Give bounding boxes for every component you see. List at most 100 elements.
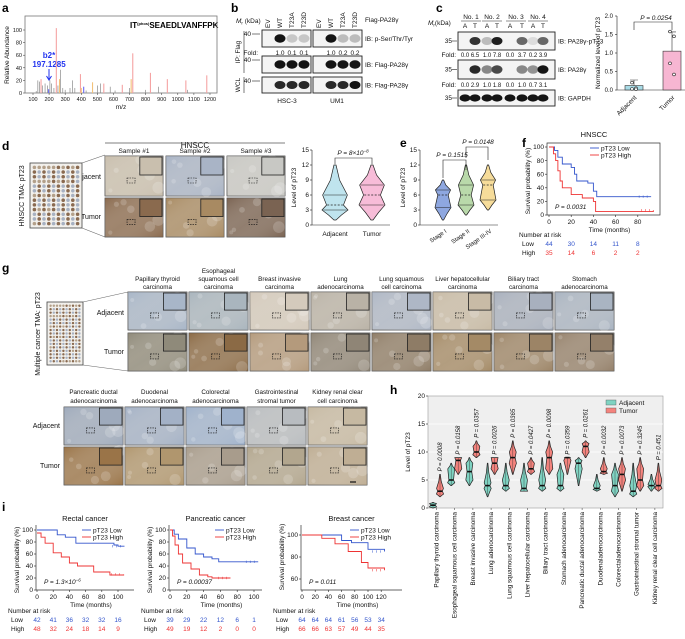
cell-line-label: HSC-3 — [277, 98, 297, 105]
tma-core — [68, 339, 72, 342]
p-value: P = 0.0365 — [511, 408, 517, 438]
tma-core — [55, 325, 59, 328]
tissue-spot — [252, 448, 258, 454]
tma-core — [49, 332, 52, 335]
blot-band — [325, 81, 337, 89]
x-tick-label: 0 — [168, 594, 172, 601]
tma-core — [74, 321, 78, 325]
mr-unit: (kDa) — [243, 18, 261, 25]
peptide-sequence: IT(phos)SEAEDLVANFFPK — [130, 21, 219, 30]
violin-adjacent — [321, 164, 349, 221]
tissue-spot — [274, 182, 287, 195]
tissue-spot — [255, 323, 260, 329]
x-tick-label: 100 — [363, 594, 374, 601]
x-tick-label: 60 — [612, 219, 620, 226]
tma-core — [55, 328, 59, 332]
patient-label: No. 3 — [508, 14, 524, 21]
tma-core — [52, 307, 56, 311]
risk-count: 66 — [298, 626, 306, 633]
tma-core — [75, 207, 80, 212]
violin-adjacent-4 — [501, 462, 510, 492]
tma-core — [78, 318, 81, 321]
fold-label: Fold: — [244, 50, 259, 57]
tma-core — [47, 193, 51, 198]
tma-core — [42, 207, 46, 212]
y-tick-label: 20 — [418, 393, 426, 400]
tissue-spot — [320, 436, 327, 442]
violin-adjacent-3 — [483, 462, 492, 498]
x-tick-label: 80 — [351, 594, 359, 601]
blot-band — [325, 60, 337, 69]
error-bar — [630, 79, 638, 86]
tissue-spot — [252, 475, 257, 480]
panel-label-d: d — [2, 139, 9, 153]
tma-core — [68, 321, 72, 325]
tissue-spot — [258, 448, 265, 455]
tissue-spot — [277, 297, 286, 306]
tma-core — [71, 335, 75, 339]
y-tick-label: 80 — [26, 539, 34, 546]
tma-core — [71, 353, 75, 356]
risk-count: 11 — [612, 241, 619, 248]
p-value: P = 0.0261 — [584, 409, 590, 438]
tissue-spot — [499, 337, 505, 343]
blot-band — [349, 34, 361, 43]
tma-core — [47, 170, 51, 174]
tma-core — [78, 314, 81, 318]
y-tick-label: 40 — [26, 563, 34, 570]
y-tick-label: 6 — [413, 192, 417, 199]
p-value: P = 0.0098 — [547, 408, 553, 438]
tissue-spot — [442, 334, 448, 340]
zoom-region-box — [394, 312, 403, 319]
risk-count: 63 — [325, 626, 333, 633]
tissue-spot — [69, 457, 74, 462]
tma-core — [52, 360, 56, 363]
tma-core — [56, 179, 61, 184]
x-tick-label: 800 — [141, 97, 150, 103]
risk-row-label: High — [276, 626, 290, 633]
y-tick-label: 40 — [537, 185, 545, 192]
violin-median — [467, 470, 472, 473]
violin-tumor-4 — [508, 440, 517, 475]
tma-core — [62, 325, 65, 328]
zoom-region-box — [269, 427, 278, 434]
tma-core — [42, 212, 46, 217]
tma-core — [62, 346, 65, 349]
zoom-region-box — [455, 312, 464, 319]
tma-core — [32, 165, 37, 170]
risk-row-label: Low — [144, 617, 156, 624]
fold-value: 1.8 — [493, 83, 502, 89]
tissue-spot — [469, 308, 480, 318]
tma-core — [71, 349, 75, 353]
y-tick-label: 80 — [537, 158, 545, 165]
tile-adjacent-3 — [310, 291, 371, 331]
blot-band — [537, 94, 549, 102]
zoom-region-box — [86, 467, 95, 474]
y-tick-label: 15 — [410, 147, 418, 154]
tissue-spot — [598, 320, 610, 332]
x-axis-label: Time (months) — [70, 602, 112, 609]
fold-value: 3.1 — [539, 83, 548, 89]
cell-line-label: UM1 — [330, 98, 344, 105]
tma-core — [78, 304, 81, 307]
tile-adjacent-r2-4 — [307, 405, 368, 446]
tissue-spot — [448, 334, 456, 341]
tma-core — [74, 318, 78, 321]
significance-bracket — [633, 21, 673, 30]
tma-core — [68, 335, 72, 339]
p-value: P = 1.3×10−6 — [44, 578, 81, 587]
blot-c — [457, 31, 556, 51]
blot-band — [504, 94, 516, 102]
tissue-spot — [255, 410, 261, 416]
tma-core — [75, 193, 80, 198]
tissue-spot — [141, 461, 149, 469]
tissue-spot — [274, 460, 283, 469]
tma-core — [49, 349, 52, 353]
tma-core — [37, 184, 41, 188]
violin-stage-2 — [457, 164, 475, 216]
y-tick-label: 1.0 — [605, 51, 614, 57]
violin-stage-1 — [434, 179, 452, 221]
tissue-spot — [327, 322, 334, 329]
tma-core — [71, 311, 75, 314]
y-tick-label: 60 — [291, 576, 299, 583]
